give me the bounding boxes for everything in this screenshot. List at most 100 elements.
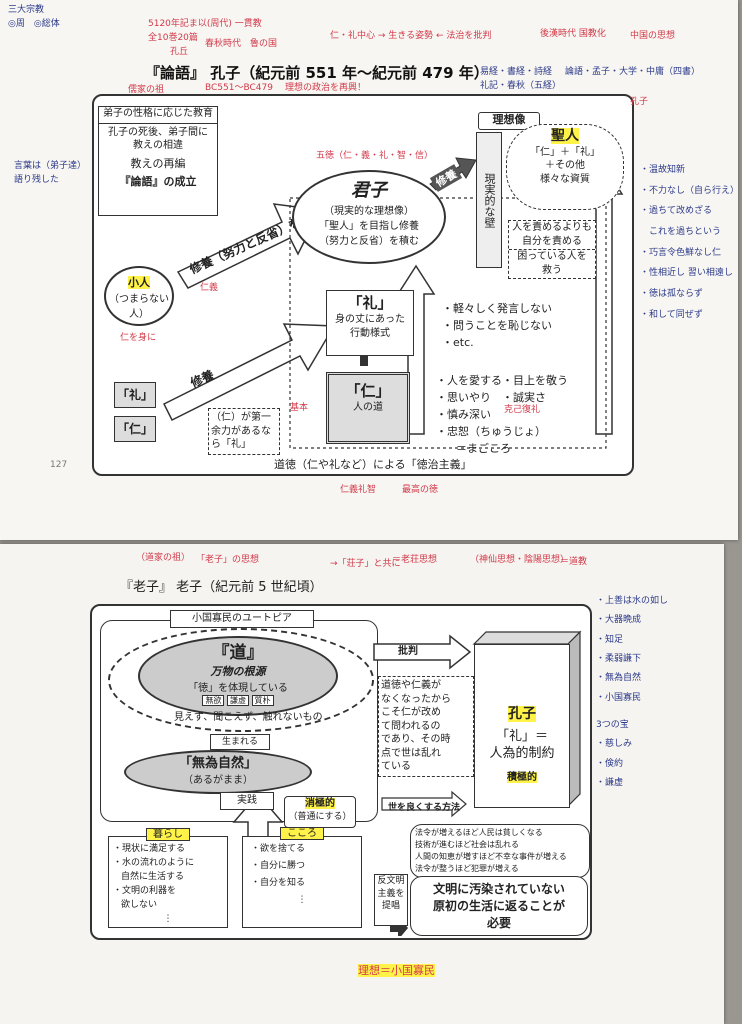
problem-item: 技術が進むほど社会は乱れる [415, 840, 519, 849]
handwritten-note-top-right: 中国の思想 [630, 31, 676, 41]
passive-label: 消極的 [305, 798, 335, 809]
rongo-origin-box: 弟子の性格に応じた教育 孔子の死後、弟子間に 教えの相違 教えの再編 『論語』の… [98, 106, 218, 216]
dao-sub: 万物の根源 [210, 665, 266, 678]
left-jin-box: 「仁」 [114, 416, 156, 442]
kurashi-box: 暮らし ・現状に満足する ・水の流れのように 自然に生活する ・文明の利器を 欲… [108, 828, 228, 928]
critique-line: なくなったから [381, 693, 451, 705]
dao-ellipse: 『道』 万物の根源 「徳」を体現している 無欲 謙虚 質朴 [138, 636, 338, 716]
handwritten-note-top: →「荘子」と共に [330, 559, 401, 569]
handwritten-left-note: 語り残した [14, 175, 60, 185]
proverb-item: これを過ちという [640, 227, 722, 238]
kurashi-label: 暮らし [146, 828, 190, 841]
ideal-label: 理想像 [478, 112, 540, 130]
kokoro-item: ・欲を捨てる [251, 844, 306, 854]
kunshi-dotted-frame [289, 197, 607, 449]
confucius-rei: 「礼」＝ [495, 728, 548, 744]
ideal-note-text: 理想＝小国寡民 [358, 964, 435, 977]
rei-list: ・軽々しく発言しない ・問うことを恥じない ・etc. [442, 300, 552, 351]
handwritten-note: 仁義礼智 [340, 485, 377, 495]
handwritten-note-top-right: 仁・礼中心 → 生きる姿勢 ← 法治を批判 [330, 31, 492, 41]
ideal-cloud: 聖人 「仁」＋「礼」 ＋その他 様々な資質 [506, 124, 624, 210]
proverb-item: ・過ちて改めざる [640, 206, 713, 217]
ideal-line: 「仁」＋「礼」 [530, 146, 600, 158]
handwritten-proverbs: ・上善は水の如し ・大器晩成 ・知足 ・柔弱謙下 ・無為自然 ・小国寡民 3つの… [596, 592, 668, 793]
passive-sub: （普通にする） [288, 811, 352, 822]
kurashi-item: ・文明の利器を [113, 885, 177, 896]
problem-item: 人間の知恵が増すほど不幸な事件が増える [415, 852, 567, 861]
handwritten-note: 五徳（仁・義・礼・智・信） [316, 151, 434, 161]
page-one: 三大宗教◎周 ◎総体 5120年記ま以(周代) 一貫教 全10巻20篇 孔丘 春… [0, 0, 740, 540]
wui-ellipse: 「無為自然」 （あるがまま） [124, 750, 312, 794]
return-line: 原初の生活に返ることが [432, 898, 565, 913]
invisible-text: 見えず、聞こえず、触れないもの [174, 712, 323, 723]
passive-box: 消極的 （普通にする） [284, 796, 356, 828]
page-number: 127 [50, 460, 68, 470]
handwritten-note-top: （神仙思想・陰陽思想） [470, 555, 570, 565]
critique-line: ている [381, 761, 411, 772]
shuyo-arrow [162, 323, 336, 422]
proverb-item: ・和して同ぜず [640, 309, 703, 320]
confucius-artificial: 人為的制約 [489, 746, 555, 762]
handwritten-note-top: 理想の政治を再興！ [285, 83, 367, 93]
kokoro-item: ・自分を知る [251, 878, 306, 889]
reality-wall: 現実的な壁 [476, 132, 502, 268]
world-better-label: 世を良くする方法 [388, 803, 461, 813]
shojin-sub: （つまらない人） [109, 294, 169, 320]
left-rei-box: 「礼」 [114, 382, 156, 408]
jin-list-item: ・慎み深い [436, 408, 491, 422]
proverb-item: ・温故知新 [640, 165, 686, 175]
kurashi-item: 欲しない [121, 899, 158, 910]
anti-civ-box: 反文明 主義を 提唱 [374, 874, 408, 926]
rei-list-item: ・etc. [442, 336, 474, 350]
tokuchi-label: 道徳（仁や礼など）による「徳治主義」 [270, 456, 476, 472]
critique-text: 道徳や仁義が なくなったから こそ仁が改め て問われるの であり、その時 点で世… [378, 676, 474, 777]
handwritten-left-note: 言葉は（弟子達） [14, 161, 87, 171]
ideal-note: 理想＝小国寡民 [358, 962, 435, 978]
kurashi-item: ⋮ [163, 913, 173, 924]
proverb-item: ・慈しみ [596, 739, 633, 750]
kurashi-item: ・水の流れのように [113, 857, 195, 868]
origin-line: 教えの再編 [130, 156, 186, 170]
confucius-label: 孔子 [508, 706, 536, 722]
self-item: 困っている人を [509, 249, 595, 264]
return-box: 文明に汚染されていない 原初の生活に返ることが 必要 [410, 876, 588, 937]
proverb-item: ・柔弱謙下 [596, 654, 642, 665]
critique-line: 点で世は乱れ [381, 747, 441, 759]
rei-line: 身の丈にあった [335, 314, 405, 326]
jin-sub: 人の道 [353, 402, 383, 414]
kunshi-line: （現実的な理想像） [324, 206, 414, 217]
handwritten-note: 孔子 [630, 97, 649, 107]
diagram-arrows [162, 157, 624, 449]
handwritten-note-top: ＝老荘思想 [392, 555, 438, 565]
kokoro-item: ⋮ [297, 895, 307, 906]
kurashi-item: 自然に生活する [121, 871, 185, 882]
jin-list-item: ＝まごころ [456, 442, 511, 456]
handwritten-note: 仁義 [200, 283, 219, 293]
rei-box: 「礼」 身の丈にあった 行動様式 [326, 290, 414, 356]
return-line: 必要 [486, 915, 511, 930]
seijin-label: 聖人 [551, 128, 579, 144]
problems-box: 法令が増えるほど人民は貧しくなる 技術が進むほど社会は乱れる 人間の知恵が増すほ… [410, 824, 590, 878]
jin-note: （仁）が第一余力があるなら「礼」 [208, 408, 280, 455]
proverb-item: ・不力なし（自ら行え） [640, 185, 740, 196]
origin-line: 孔子の死後、弟子間に [99, 122, 217, 140]
origin-line: 弟子の性格に応じた教育 [103, 108, 213, 119]
kunshi-title: 君子 [351, 180, 387, 201]
handwritten-books: 論語・孟子・大学・中庸（四書） [565, 67, 701, 77]
proverb-item: ・性相近し 習い相遠し [640, 268, 733, 279]
page-title: 『論語』 孔子（紀元前 551 年～紀元前 479 年） [145, 64, 489, 82]
jin-box: 「仁」 人の道 [326, 372, 410, 444]
anti-civ-line: 主義を [377, 888, 405, 899]
critique-arrow [373, 634, 472, 670]
critique-label: 批判 [398, 646, 418, 657]
toku-tag: 無欲 [202, 695, 225, 706]
handwritten-note: 克己復礼 [504, 405, 541, 415]
handwritten-note: 基本 [290, 403, 309, 413]
handwritten-note-top: BC551～BC479 [205, 83, 273, 93]
anti-civ-line: 提唱 [381, 901, 400, 912]
dao-title: 『道』 [212, 643, 264, 663]
diagram-arrows [232, 630, 582, 936]
handwritten-note: 仁を身に [120, 333, 157, 343]
handwritten-note: 最高の徳 [402, 485, 439, 495]
rei-list-item: ・軽々しく発言しない [442, 302, 552, 315]
